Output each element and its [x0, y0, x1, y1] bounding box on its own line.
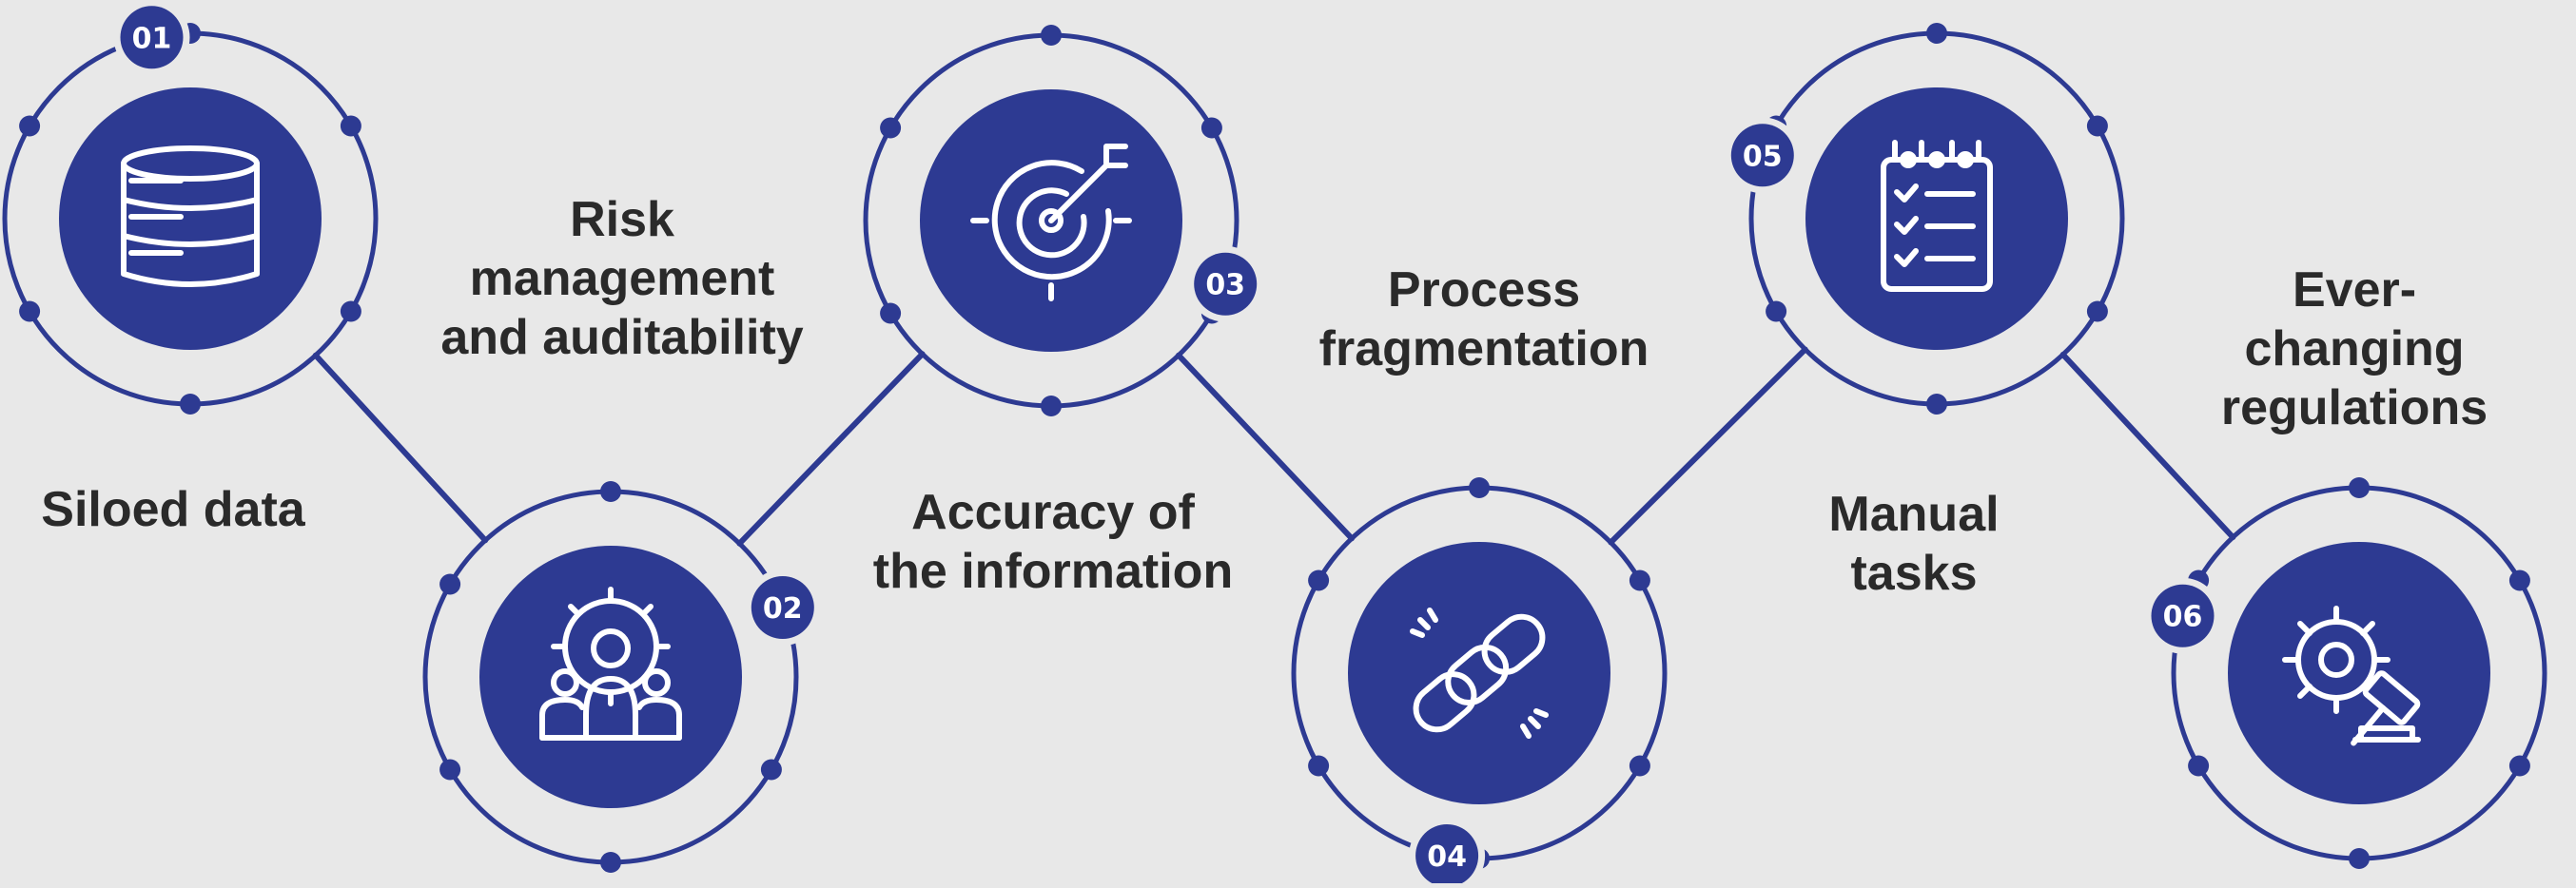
step-02-label: Risk management and auditability — [440, 192, 804, 365]
target-arrow-icon — [970, 144, 1132, 301]
connector-line — [2059, 351, 2236, 541]
orbit-dot — [19, 115, 41, 137]
step-05-label: Manual tasks — [1828, 487, 2000, 601]
step-number: 04 — [1427, 840, 1467, 874]
orbit-dot — [1308, 755, 1330, 777]
orbit-dot — [2188, 755, 2210, 777]
orbit-dot — [1766, 300, 1787, 322]
step-01-disc — [59, 87, 322, 350]
step-01-label: Siloed data — [41, 482, 305, 537]
orbit-dot — [600, 852, 621, 873]
orbit-dot — [1629, 755, 1650, 777]
step-05-disc — [1805, 87, 2068, 350]
orbit-dot — [1926, 394, 1947, 415]
step-number: 03 — [1205, 269, 1245, 302]
connector-line — [1608, 346, 1808, 546]
step-number: 05 — [1743, 140, 1783, 173]
step-number-badge: 01 — [113, 0, 190, 76]
step-number: 01 — [132, 22, 172, 55]
step-01 — [2, 23, 379, 415]
team-gear-icon — [539, 587, 682, 741]
orbit-dot — [1200, 117, 1222, 139]
step-number-badge: 03 — [1187, 245, 1264, 322]
orbit-dot — [760, 759, 782, 781]
step-06 — [2171, 477, 2547, 869]
step-06-disc — [2228, 542, 2490, 804]
orbit-dot — [1629, 569, 1650, 591]
step-number-badge: 02 — [744, 569, 821, 646]
connector-line — [312, 352, 489, 544]
orbit-dot — [1469, 477, 1490, 498]
orbit-dot — [600, 481, 621, 502]
step-number: 06 — [2163, 601, 2203, 634]
step-04-label: Process fragmentation — [1318, 262, 1649, 376]
step-03-label: Accuracy of the information — [872, 485, 1234, 599]
step-03-ring — [863, 25, 1239, 416]
orbit-dot — [1926, 23, 1947, 44]
orbit-dot — [2086, 115, 2108, 137]
connector-lines — [312, 346, 2236, 547]
step-03 — [863, 25, 1239, 416]
orbit-dot — [439, 759, 461, 781]
step-number-badge: 04 — [1409, 818, 1486, 888]
connector-line — [1176, 352, 1355, 542]
clipboard-checklist-icon — [1881, 140, 1993, 292]
step-06-ring — [2171, 477, 2547, 869]
orbit-dot — [340, 300, 361, 322]
chain-link-icon — [1410, 608, 1549, 739]
step-number-badge: 06 — [2144, 577, 2221, 654]
orbit-dot — [2349, 848, 2370, 869]
orbit-dot — [19, 300, 41, 322]
orbit-dot — [2349, 477, 2370, 498]
step-02 — [422, 481, 799, 873]
orbit-dot — [340, 115, 361, 137]
step-04 — [1291, 477, 1668, 869]
step-06-label: Ever-changing regulations — [2220, 262, 2488, 435]
step-04-disc — [1348, 542, 1610, 804]
orbit-dot — [880, 302, 902, 324]
orbit-dot — [1041, 25, 1062, 46]
step-number-badge: 05 — [1724, 117, 1801, 194]
orbit-dot — [880, 117, 902, 139]
database-icon — [121, 145, 260, 287]
orbit-dot — [2508, 569, 2530, 591]
orbit-dot — [180, 394, 201, 415]
gear-gavel-icon — [2282, 606, 2421, 746]
orbit-dot — [1308, 569, 1330, 591]
step-badges: 01 02 03 04 05 06 — [113, 0, 2221, 888]
step-02-ring — [422, 481, 799, 873]
connector-line — [736, 351, 926, 547]
orbit-dot — [2508, 755, 2530, 777]
orbit-dot — [1041, 396, 1062, 416]
orbit-dot — [2086, 300, 2108, 322]
step-01-ring — [2, 23, 379, 415]
step-number: 02 — [763, 592, 803, 626]
orbit-dot — [439, 573, 461, 595]
